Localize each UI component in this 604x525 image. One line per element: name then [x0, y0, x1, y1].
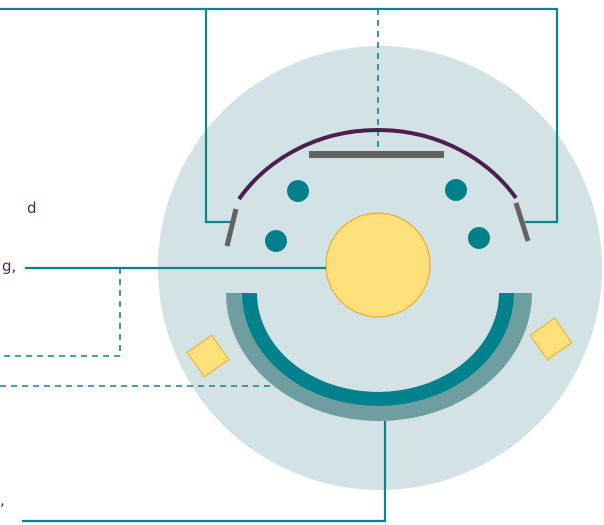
label-fragment-top: d [27, 199, 37, 217]
label-fragment-bottom: , [0, 491, 5, 509]
dot-lower-left [265, 230, 287, 252]
label-fragment-mid: g, [2, 257, 16, 275]
dot-upper-right [445, 179, 467, 201]
dot-lower-right [468, 227, 490, 249]
mid-dashed-leader [0, 268, 120, 356]
center-yellow-circle [326, 213, 430, 317]
dot-upper-left [287, 180, 309, 202]
gray-plate [309, 151, 444, 158]
